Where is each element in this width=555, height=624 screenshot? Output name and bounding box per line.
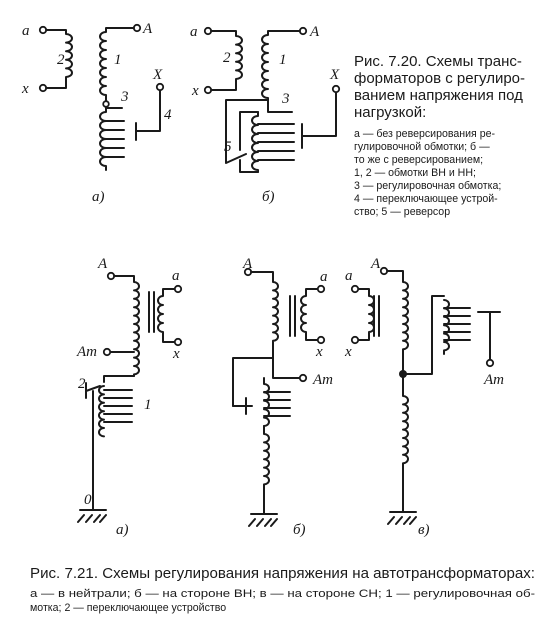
ground xyxy=(77,503,107,523)
core xyxy=(289,295,296,337)
label-a: a xyxy=(172,268,180,284)
sublabel-b: б) xyxy=(293,522,306,538)
switch-4 xyxy=(135,89,161,141)
label-3: 3 xyxy=(120,89,129,105)
label-4: 4 xyxy=(164,107,172,123)
caption-720-body-line: то же с реверсированием; xyxy=(354,154,483,166)
terminal-Am xyxy=(485,358,495,368)
lv-winding xyxy=(357,288,375,341)
series-winding xyxy=(113,275,140,377)
fig-721-b: A a x Am б) xyxy=(232,256,333,538)
terminal-X xyxy=(155,82,165,92)
caption-720-body-line: 1, 2 — обмотки ВН и НН; xyxy=(354,167,476,179)
terminal-Am xyxy=(102,347,112,357)
caption-720-body-line: гулировочной обмотки; б — xyxy=(354,141,490,153)
fig-721-a: A a x Am 2 1 0 а) xyxy=(76,256,183,538)
caption-720-body-line: 4 — переключающее устрой- xyxy=(354,193,498,205)
caption-720: Рис. 7.20. Схемы транс- форматоров с рег… xyxy=(354,53,525,218)
label-A: A xyxy=(142,21,153,37)
label-1: 1 xyxy=(114,52,122,68)
label-A: A xyxy=(97,256,108,272)
winding-1 xyxy=(99,27,135,101)
label-Am: Am xyxy=(76,344,97,360)
label-x: x xyxy=(191,83,199,99)
reversor-5 xyxy=(225,99,269,173)
label-X: X xyxy=(329,67,340,83)
label-a: a xyxy=(345,268,353,284)
terminal-a xyxy=(350,284,360,294)
label-A: A xyxy=(242,256,253,272)
caption-720-title-line: Рис. 7.20. Схемы транс- xyxy=(354,53,522,70)
winding-2 xyxy=(45,29,73,89)
label-a: a xyxy=(190,24,198,40)
label-A: A xyxy=(309,24,320,40)
label-2: 2 xyxy=(57,52,65,68)
fig-720-b: a x 2 A 1 X 3 5 б) xyxy=(190,24,341,205)
caption-720-body-line: 3 — регулировочная обмотка; xyxy=(354,180,501,192)
ground xyxy=(248,509,278,527)
sublabel-v: в) xyxy=(418,522,430,538)
terminal-x xyxy=(316,335,326,345)
winding-2 xyxy=(210,30,243,91)
lv-winding xyxy=(300,288,319,341)
switch-2 xyxy=(85,382,101,505)
series-winding xyxy=(386,270,409,375)
core xyxy=(148,291,155,333)
terminal-x xyxy=(350,335,360,345)
ground xyxy=(387,507,417,525)
label-x: x xyxy=(21,81,29,97)
terminal-X xyxy=(331,84,341,94)
label-a: a xyxy=(320,269,328,285)
winding-3 xyxy=(99,99,125,171)
terminal-x xyxy=(173,337,183,347)
label-5: 5 xyxy=(224,139,232,155)
label-2: 2 xyxy=(223,50,231,66)
fig-721-v: A a x Am в) xyxy=(344,256,504,538)
reg-winding-1 xyxy=(402,295,471,375)
caption-721-title: Рис. 7.21. Схемы регулирования напряжени… xyxy=(30,565,535,582)
label-2: 2 xyxy=(78,376,86,392)
reg-winding-1 xyxy=(232,357,301,427)
label-1: 1 xyxy=(279,52,287,68)
switch-2 xyxy=(477,311,501,361)
label-a: a xyxy=(22,23,30,39)
fig-720-a: a x 2 A 1 X 3 4 а) xyxy=(21,21,172,205)
label-1: 1 xyxy=(144,397,152,413)
caption-720-title-line: нагрузкой: xyxy=(354,104,426,121)
caption-720-title-line: ванием напряжения под xyxy=(354,87,523,104)
caption-721-body-line: а — в нейтрали; б — на стороне ВН; в — н… xyxy=(30,588,536,600)
caption-720-title-line: форматоров с регулиро- xyxy=(354,70,525,87)
common-winding xyxy=(402,373,409,509)
label-3: 3 xyxy=(281,91,290,107)
sublabel-b: б) xyxy=(262,189,275,205)
label-X: X xyxy=(152,67,163,83)
label-Am: Am xyxy=(483,372,504,388)
label-x: x xyxy=(172,346,180,362)
label-Am: Am xyxy=(312,372,333,388)
caption-720-body-line: ство; 5 — реверсор xyxy=(354,206,450,218)
winding-3 xyxy=(251,99,295,173)
label-A: A xyxy=(370,256,381,272)
label-0: 0 xyxy=(84,492,92,508)
caption-721: Рис. 7.21. Схемы регулирования напряжени… xyxy=(30,565,536,614)
series-winding xyxy=(250,271,279,359)
sublabel-a: а) xyxy=(92,189,105,205)
tap-dot xyxy=(102,100,110,108)
terminal-Am xyxy=(298,373,308,383)
winding-1 xyxy=(261,30,301,101)
winding-1 xyxy=(98,375,135,438)
caption-720-body-line: а — без реверсирования ре- xyxy=(354,128,495,140)
label-x: x xyxy=(344,344,352,360)
sublabel-a: а) xyxy=(116,522,129,538)
terminal-a xyxy=(316,284,326,294)
label-x: x xyxy=(315,344,323,360)
lv-winding xyxy=(157,288,176,343)
switch-2 xyxy=(232,397,270,511)
terminal-a xyxy=(173,284,183,294)
caption-721-body-line: мотка; 2 — переключающее устройство xyxy=(30,602,226,614)
switch-4 xyxy=(301,91,337,149)
